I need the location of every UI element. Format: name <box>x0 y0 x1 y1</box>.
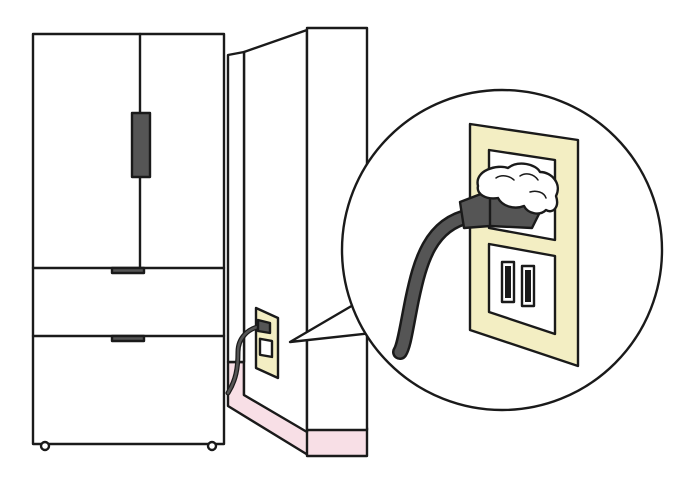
fridge-foot <box>206 440 218 452</box>
small-plug <box>256 318 272 335</box>
fridge-foot <box>39 440 51 452</box>
drawer-handle <box>110 266 146 275</box>
dust-icon <box>476 162 559 215</box>
refrigerator-icon <box>31 32 226 452</box>
wall-outlet-icon <box>468 122 580 368</box>
small-wall-outlet-icon <box>254 306 280 380</box>
drawer-handle <box>110 334 146 343</box>
wall-strip <box>226 50 246 364</box>
door-handle <box>130 111 152 179</box>
